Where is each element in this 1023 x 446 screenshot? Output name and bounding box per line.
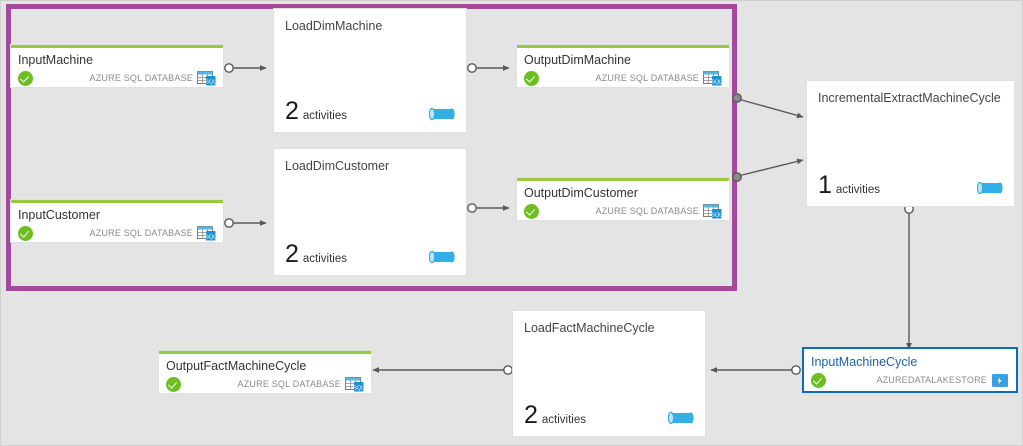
pipeline-title: LoadDimMachine [285, 19, 383, 33]
pipeline-title: LoadDimCustomer [285, 159, 390, 173]
svg-text:SQL: SQL [205, 234, 216, 240]
pipeline-node-loaddimmachine[interactable]: LoadDimMachine 2 activities [274, 9, 466, 132]
dataset-type-label: AZURE SQL DATABASE [595, 206, 699, 216]
activity-label: activities [302, 253, 348, 265]
sql-table-icon: SQL [197, 226, 216, 241]
dataset-type-label: AZUREDATALAKESTORE [876, 375, 987, 385]
activity-count: 2 [285, 97, 299, 125]
dataset-accent-bar [11, 200, 223, 203]
dataset-type-label: AZURE SQL DATABASE [595, 73, 699, 83]
pipeline-icon [429, 250, 455, 264]
dataset-accent-bar [804, 349, 1016, 352]
svg-text:SQL: SQL [711, 79, 722, 85]
svg-text:SQL: SQL [353, 385, 364, 391]
dataset-title: OutputFactMachineCycle [166, 359, 307, 373]
status-ready-icon [18, 70, 33, 86]
dataset-type-label: AZURE SQL DATABASE [89, 73, 193, 83]
sql-table-icon: SQL [703, 71, 722, 86]
pipeline-icon [668, 411, 694, 425]
connector-incrementalextract-to-inputmachinecycle [904, 204, 914, 350]
pipeline-node-loaddimcustomer[interactable]: LoadDimCustomer 2 activities [274, 149, 466, 275]
dataset-accent-bar [11, 45, 223, 48]
dataset-accent-bar [159, 351, 371, 354]
dataset-node-outputfactmachinecycle[interactable]: OutputFactMachineCycle AZURE SQL DATABAS… [159, 351, 371, 393]
pipeline-title: LoadFactMachineCycle [524, 321, 655, 335]
pipeline-title: IncrementalExtractMachineCycle [818, 91, 1001, 105]
dataset-accent-bar [517, 178, 729, 181]
dataset-type-label: AZURE SQL DATABASE [89, 228, 193, 238]
activity-count: 1 [818, 171, 832, 199]
data-lake-folder-icon [992, 374, 1008, 387]
dataset-title: InputMachine [18, 53, 94, 67]
connector-outputdimcustomer-to-incrementalextract [737, 158, 804, 177]
dataset-title: OutputDimCustomer [524, 186, 638, 200]
status-ready-icon [524, 70, 539, 86]
status-ready-icon [166, 376, 181, 392]
activity-label: activities [835, 184, 881, 196]
selection-rectangle[interactable] [6, 4, 737, 291]
dataset-node-inputcustomer[interactable]: InputCustomer AZURE SQL DATABASE SQL [11, 200, 223, 242]
status-ready-icon [811, 372, 826, 388]
sql-table-icon: SQL [345, 377, 364, 392]
dataset-title: OutputDimMachine [524, 53, 631, 67]
pipeline-icon [977, 181, 1003, 195]
sql-table-icon: SQL [197, 71, 216, 86]
pipeline-node-loadfactmachinecycle[interactable]: LoadFactMachineCycle 2 activities [513, 311, 705, 436]
status-ready-icon [524, 203, 539, 219]
pipeline-node-incrementalextractmachinecycle[interactable]: IncrementalExtractMachineCycle 1 activit… [807, 81, 1014, 206]
dataset-title: InputCustomer [18, 208, 100, 222]
activity-label: activities [541, 414, 587, 426]
status-ready-icon [18, 225, 33, 241]
svg-text:SQL: SQL [711, 212, 722, 218]
connector-outputdimmachine-to-incrementalextract [737, 98, 804, 119]
activity-label: activities [302, 110, 348, 122]
pipeline-icon [429, 107, 455, 121]
dataset-title: InputMachineCycle [811, 355, 918, 369]
dataset-type-label: AZURE SQL DATABASE [237, 379, 341, 389]
connector-loadfactmachinecycle-to-outputfactmachinecycle [372, 365, 513, 375]
activity-count: 2 [285, 240, 299, 268]
dataset-node-outputdimcustomer[interactable]: OutputDimCustomer AZURE SQL DATABASE SQL [517, 178, 729, 220]
connector-inputmachinecycle-to-loadfactmachinecycle [710, 365, 801, 375]
dataset-node-outputdimmachine[interactable]: OutputDimMachine AZURE SQL DATABASE SQL [517, 45, 729, 87]
dataset-node-inputmachinecycle[interactable]: InputMachineCycle AZUREDATALAKESTORE [804, 349, 1016, 391]
sql-table-icon: SQL [703, 204, 722, 219]
dataset-node-inputmachine[interactable]: InputMachine AZURE SQL DATABASE SQL [11, 45, 223, 87]
svg-text:SQL: SQL [205, 79, 216, 85]
activity-count: 2 [524, 401, 538, 429]
dataset-accent-bar [517, 45, 729, 48]
